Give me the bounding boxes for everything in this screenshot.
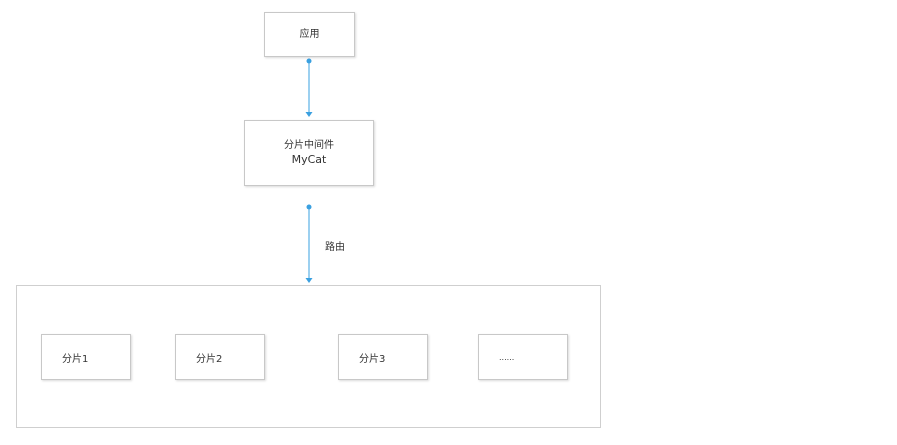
shard-node-label: 分片3 <box>359 353 386 365</box>
shard-node-label: 分片1 <box>62 353 89 365</box>
shard-node-2[interactable]: 分片2 <box>175 334 265 380</box>
middleware-node-subtitle: MyCat <box>291 153 327 166</box>
shard-node-label: 分片2 <box>196 353 223 365</box>
connector-app-to-middleware <box>305 58 313 117</box>
app-node[interactable]: 应用 <box>264 12 355 57</box>
shard-node-label: ...... <box>499 352 515 362</box>
route-label: 路由 <box>325 242 345 253</box>
middleware-node[interactable]: 分片中间件 MyCat <box>244 120 374 186</box>
connector-middleware-to-shards <box>305 204 313 283</box>
middleware-node-title: 分片中间件 <box>284 140 334 151</box>
app-node-label: 应用 <box>299 28 320 40</box>
shard-node-more[interactable]: ...... <box>478 334 568 380</box>
shard-node-3[interactable]: 分片3 <box>338 334 428 380</box>
shard-node-1[interactable]: 分片1 <box>41 334 131 380</box>
